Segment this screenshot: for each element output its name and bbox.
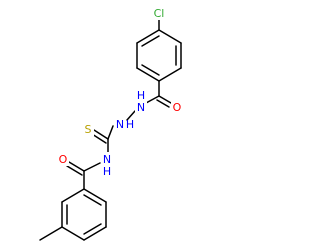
molecule-structure-diagram: Cl O N H N H S N H O — [39, 6, 183, 241]
bond-ring2-a — [83, 188, 107, 203]
nitrogen-1-hydrogen-label: H — [137, 89, 145, 102]
bond-carbonyl-o-bottom-b — [66, 165, 83, 176]
bond-ring1-c — [158, 67, 182, 82]
bond-ring1-d-inner — [141, 64, 160, 76]
oxygen-top-label-bg — [171, 100, 183, 114]
bond-ring1-f-inner — [141, 35, 160, 47]
bond-ring1-d — [136, 67, 160, 82]
nitrogen-2-hydrogen-label: H — [126, 118, 134, 131]
sulfur-label: S — [85, 123, 92, 136]
bond-ring1-f — [136, 29, 160, 44]
nitrogen-1-label: N — [137, 101, 145, 114]
oxygen-bottom-label-bg — [57, 152, 69, 166]
chlorine-label-bg — [151, 6, 167, 20]
bond-ring2-methyl — [39, 226, 63, 241]
nitrogen-1-label-bg — [135, 100, 147, 114]
chlorine-label: Cl — [154, 7, 165, 20]
bond-ring2-c — [83, 226, 107, 241]
bond-ring1-a — [158, 29, 182, 44]
bonds — [39, 19, 182, 241]
bond-carbonyl-o-bottom-a — [68, 161, 85, 172]
oxygen-top-label: O — [173, 101, 182, 114]
bond-thiocarbonyl-s-b — [91, 133, 107, 144]
bond-ring2-d — [61, 226, 85, 241]
bond-ring2-c-inner — [83, 223, 102, 235]
bond-carbonyl-o-top-a — [158, 95, 172, 104]
bond-ring2-a-inner — [83, 194, 102, 206]
bond-n3-carbonyl — [83, 162, 101, 172]
sulfur-label-bg — [82, 122, 94, 136]
bond-carbonyl-o-top-b — [156, 99, 170, 108]
bond-ring2-f — [61, 188, 85, 203]
nitrogen-3-label-bg — [101, 152, 113, 166]
bond-carbonyl-n1 — [145, 95, 160, 104]
nitrogen-2-label-bg — [114, 117, 126, 131]
nitrogen-3-label: N — [103, 153, 111, 166]
oxygen-bottom-label: O — [59, 153, 68, 166]
nitrogen-3-hydrogen-label: H — [103, 165, 111, 178]
bond-n1-n2 — [126, 110, 136, 121]
bond-n2-thiocarbonyl — [107, 125, 114, 140]
bond-thiocarbonyl-s-a — [93, 129, 109, 140]
atom-labels: Cl O N H N H S N H O — [57, 6, 183, 178]
nitrogen-2-label: N — [116, 118, 124, 131]
